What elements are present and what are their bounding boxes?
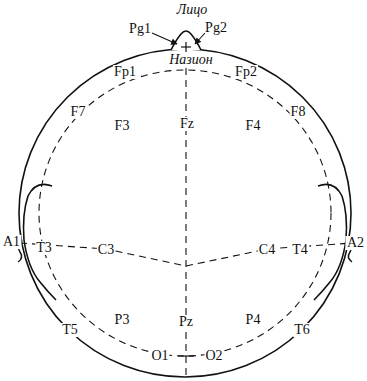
pointer-arrow [152, 33, 177, 44]
electrode-label: T4 [291, 243, 309, 257]
landmark-label: Назион [168, 53, 214, 67]
electrode-label: Fz [179, 117, 195, 131]
left-ear [24, 184, 57, 300]
head-outline [19, 49, 351, 377]
inion-mark [178, 355, 194, 356]
electrode-label: F3 [114, 119, 131, 133]
electrode-label: Pg2 [204, 21, 228, 35]
electrode-label: Fp1 [113, 65, 137, 79]
electrode-label: F8 [290, 105, 307, 119]
right-ear [314, 184, 347, 300]
electrode-ring [39, 70, 331, 356]
electrode-label: C3 [97, 243, 115, 257]
coronal-line [20, 243, 352, 266]
nose [171, 31, 201, 50]
electrode-label: Fp2 [234, 65, 258, 79]
electrode-label: F4 [245, 119, 262, 133]
electrode-label: C4 [258, 243, 276, 257]
electrode-label: P4 [245, 313, 262, 327]
pointer-arrow [195, 33, 205, 44]
electrode-label: O2 [204, 349, 223, 363]
view-label: Лицо [176, 3, 209, 17]
electrode-label: T6 [293, 323, 311, 337]
electrode-label: T5 [61, 323, 79, 337]
electrode-label: Pz [178, 315, 194, 329]
electrode-label: F7 [70, 105, 87, 119]
electrode-label: A2 [346, 236, 365, 250]
nasion-mark [181, 46, 191, 47]
electrode-label: P3 [114, 313, 131, 327]
electrode-label: Pg1 [128, 22, 152, 36]
electrode-label: A1 [2, 235, 21, 249]
electrode-label: O1 [150, 349, 169, 363]
electrode-label: T3 [35, 241, 53, 255]
